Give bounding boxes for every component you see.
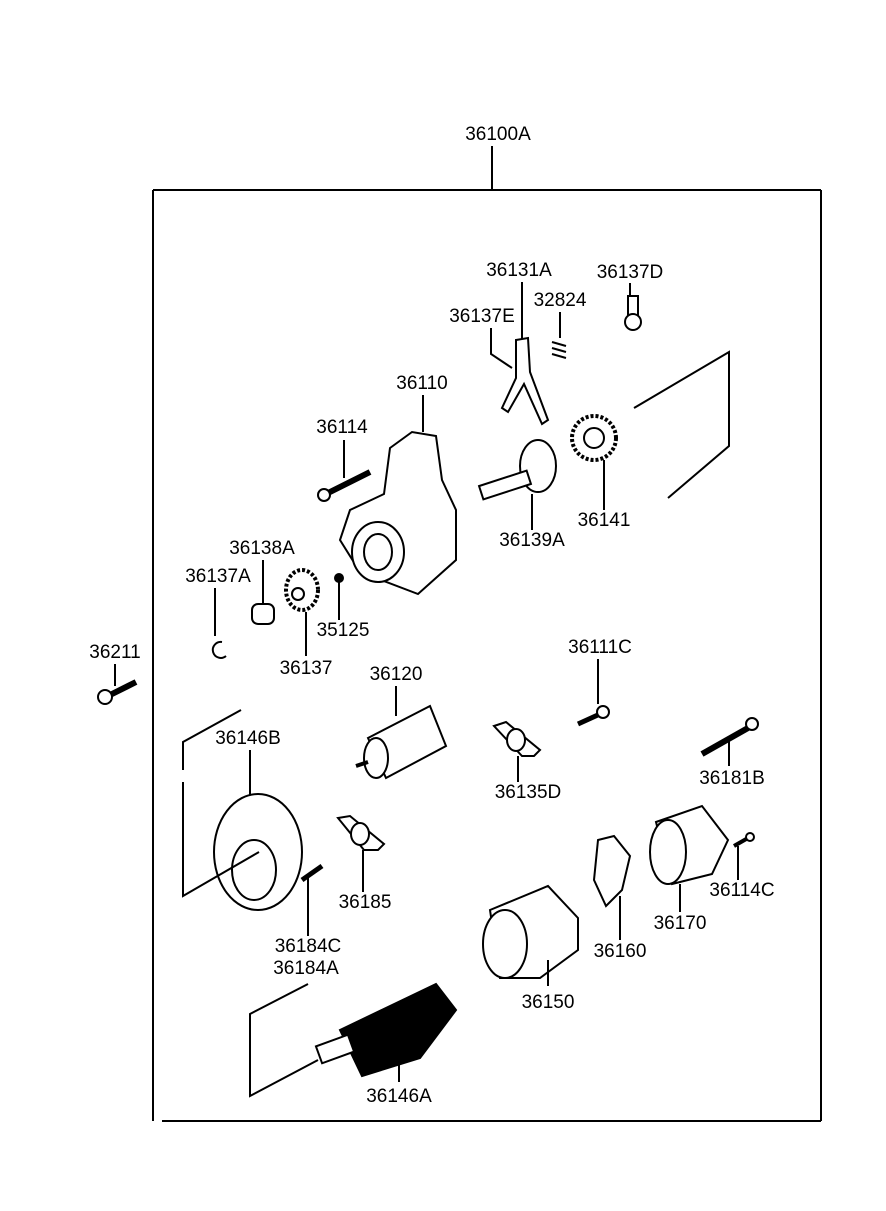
part-36160[interactable]: 36160 xyxy=(592,834,647,962)
part-label-36135D[interactable]: 36135D xyxy=(495,782,562,803)
part-label-36184A[interactable]: 36184A xyxy=(273,958,339,979)
part-32824[interactable]: 32824 xyxy=(534,290,587,359)
part-36211[interactable]: 36211 xyxy=(89,642,141,705)
part-36114C[interactable]: 36114C xyxy=(709,832,775,901)
part-36181B[interactable]: 36181B xyxy=(699,717,765,789)
part-36131A[interactable]: 36131A xyxy=(486,260,552,426)
part-36170[interactable]: 36170 xyxy=(649,804,730,934)
part-label-36146B[interactable]: 36146B xyxy=(215,728,281,749)
part-label-36131A[interactable]: 36131A xyxy=(486,260,552,281)
part-36138A[interactable]: 36138A xyxy=(229,538,295,625)
part-label-36185[interactable]: 36185 xyxy=(339,892,392,913)
part-label-36181B[interactable]: 36181B xyxy=(699,768,765,789)
part-label-36110[interactable]: 36110 xyxy=(396,373,447,394)
part-36184[interactable]: 36184C 36184A xyxy=(273,863,342,979)
part-label-36184C[interactable]: 36184C xyxy=(275,936,342,957)
part-36141[interactable]: 36141 xyxy=(570,350,730,531)
part-36146A[interactable]: 36146A xyxy=(249,982,458,1107)
part-36137A[interactable]: 36137A xyxy=(185,566,251,659)
part-36110[interactable]: 36110 xyxy=(338,373,457,596)
part-36146B[interactable]: 36146B xyxy=(182,709,303,911)
part-35125[interactable]: 35125 xyxy=(317,573,370,641)
part-label-36150[interactable]: 36150 xyxy=(522,992,575,1013)
part-label-36120[interactable]: 36120 xyxy=(370,664,423,685)
part-36137E[interactable]: 36137E xyxy=(449,306,515,369)
part-36150[interactable]: 36150 xyxy=(482,884,579,1013)
part-36114[interactable]: 36114 xyxy=(316,417,372,502)
part-label-35125[interactable]: 35125 xyxy=(317,620,370,641)
part-label-32824[interactable]: 32824 xyxy=(534,290,587,311)
part-label-36111C[interactable]: 36111C xyxy=(568,637,632,658)
part-label-36170[interactable]: 36170 xyxy=(654,913,707,934)
part-36137D[interactable]: 36137D xyxy=(597,262,664,331)
part-36139A[interactable]: 36139A xyxy=(477,439,565,551)
part-36135D[interactable]: 36135D xyxy=(492,720,562,803)
part-36120[interactable]: 36120 xyxy=(355,664,448,780)
part-label-36137E[interactable]: 36137E xyxy=(449,306,515,327)
assembly-frame xyxy=(152,146,822,1122)
part-label-36141[interactable]: 36141 xyxy=(578,510,631,531)
part-label-36114C[interactable]: 36114C xyxy=(709,880,774,901)
part-36185[interactable]: 36185 xyxy=(336,814,392,913)
part-36111C[interactable]: 36111C xyxy=(568,637,632,727)
assembly-label[interactable]: 36100A xyxy=(465,124,531,145)
part-label-36137[interactable]: 36137 xyxy=(280,658,333,679)
part-label-36211[interactable]: 36211 xyxy=(89,642,140,663)
part-label-36139A[interactable]: 36139A xyxy=(499,530,565,551)
part-label-36146A[interactable]: 36146A xyxy=(366,1086,432,1107)
part-label-36137A[interactable]: 36137A xyxy=(185,566,251,587)
part-label-36114[interactable]: 36114 xyxy=(316,417,368,438)
part-label-36138A[interactable]: 36138A xyxy=(229,538,295,559)
part-label-36160[interactable]: 36160 xyxy=(594,941,647,962)
part-36137[interactable]: 36137 xyxy=(280,568,333,679)
part-label-36137D[interactable]: 36137D xyxy=(597,262,664,283)
